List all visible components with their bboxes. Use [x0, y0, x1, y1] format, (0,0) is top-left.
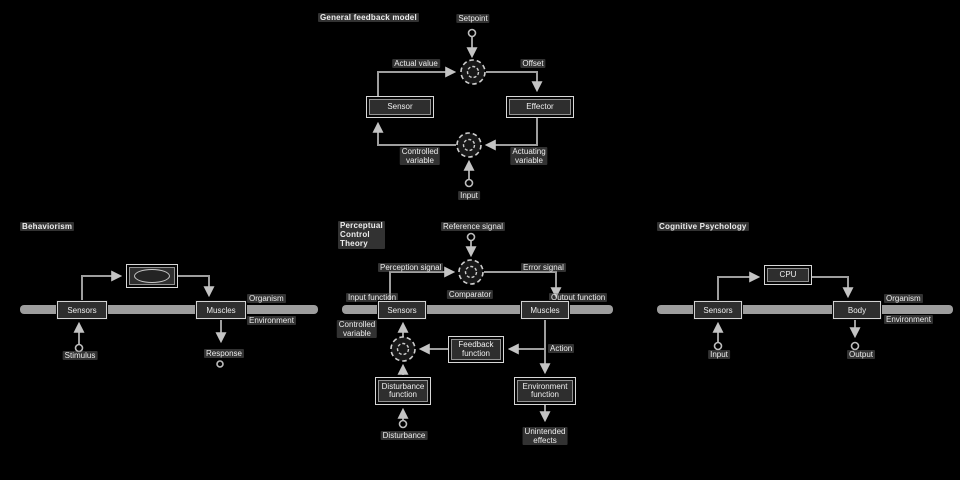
- behaviorism-organism-label: Organism: [247, 294, 286, 304]
- pct-muscles-box: Muscles: [521, 301, 569, 319]
- pct-environment-function-box: Environment function: [514, 377, 576, 405]
- pct-sum-junction: [390, 336, 416, 362]
- cognitive-cpu-to-body-line: [812, 276, 854, 299]
- cognitive-sensors-to-cpu-line: [717, 271, 761, 301]
- behaviorism-response-label: Response: [203, 349, 245, 359]
- general-offset-label: Offset: [520, 59, 546, 69]
- cognitive-title: Cognitive Psychology: [657, 222, 749, 232]
- blackbox-ellipse-icon: [134, 269, 170, 283]
- cognitive-organism-label: Organism: [884, 294, 923, 304]
- cognitive-output-terminal: [850, 341, 860, 351]
- pct-comparator-label: Comparator: [446, 290, 494, 300]
- behaviorism-sensors-box: Sensors: [57, 301, 107, 319]
- behaviorism-blackbox: [126, 264, 178, 288]
- pct-controlled-variable-label: Controlled variable: [336, 320, 378, 339]
- pct-unintended-effects-label: Unintended effects: [522, 427, 568, 446]
- pct-perception-signal-line: [389, 266, 456, 301]
- general-setpoint-label: Setpoint: [456, 14, 490, 24]
- behaviorism-muscles-box: Muscles: [196, 301, 246, 319]
- general-setpoint-terminal: [467, 28, 477, 38]
- pct-sensors-box: Sensors: [378, 301, 426, 319]
- general-actuating-variable-label: Actuating variable: [510, 147, 548, 166]
- sum-junctions: [390, 59, 486, 362]
- general-title: General feedback model: [318, 13, 419, 23]
- pct-perception-signal-label: Perception signal: [378, 263, 444, 273]
- pct-action-label: Action: [548, 344, 575, 354]
- pct-title: Perceptual Control Theory: [338, 221, 385, 249]
- behaviorism-environment-label: Environment: [247, 316, 296, 326]
- general-offset-to-effector-line: [486, 71, 543, 93]
- general-effector-box: Effector: [506, 96, 574, 118]
- pct-error-signal-label: Error signal: [521, 263, 566, 273]
- behaviorism-blackbox-to-muscles-line: [178, 275, 215, 298]
- general-comparator-junction: [460, 59, 486, 85]
- cognitive-environment-label: Environment: [884, 315, 933, 325]
- pct-disturbance-function-box: Disturbance function: [375, 377, 431, 405]
- cognitive-cpu-box: CPU: [764, 265, 812, 285]
- cognitive-input-label: Input: [708, 350, 730, 360]
- pct-disturbance-label: Disturbance: [380, 431, 428, 441]
- pct-reference-signal-label: Reference signal: [440, 222, 506, 232]
- general-input-label: Input: [458, 191, 480, 201]
- general-sensor-box: Sensor: [366, 96, 434, 118]
- general-sensor-to-comparator-line: [377, 66, 457, 96]
- pct-output-function-label: Output function: [549, 293, 608, 303]
- cognitive-output-label: Output: [846, 350, 876, 360]
- general-controlled-variable-label: Controlled variable: [399, 147, 441, 166]
- cognitive-body-box: Body: [833, 301, 881, 319]
- behaviorism-sensors-to-blackbox-line: [81, 270, 123, 301]
- behaviorism-response-terminal: [216, 360, 224, 368]
- general-sum-junction: [456, 132, 482, 158]
- behaviorism-title: Behaviorism: [20, 222, 75, 232]
- pct-input-function-label: Input function: [346, 293, 399, 303]
- general-actual-value-label: Actual value: [392, 59, 440, 69]
- cognitive-sensors-box: Sensors: [694, 301, 742, 319]
- pct-reference-terminal: [466, 232, 476, 242]
- behaviorism-stimulus-label: Stimulus: [62, 351, 98, 361]
- general-actuating-variable-line: [484, 118, 538, 151]
- terminals: [74, 28, 860, 429]
- pct-error-signal-line: [484, 271, 562, 299]
- general-controlled-variable-line: [372, 121, 456, 146]
- behaviorism-stimulus-terminal: [74, 343, 84, 353]
- pct-disturbance-terminal: [398, 419, 408, 429]
- cognitive-input-terminal: [713, 341, 723, 351]
- general-input-terminal: [464, 178, 474, 188]
- pct-comparator-junction: [458, 259, 484, 285]
- pct-feedback-function-box: Feedback function: [448, 336, 504, 363]
